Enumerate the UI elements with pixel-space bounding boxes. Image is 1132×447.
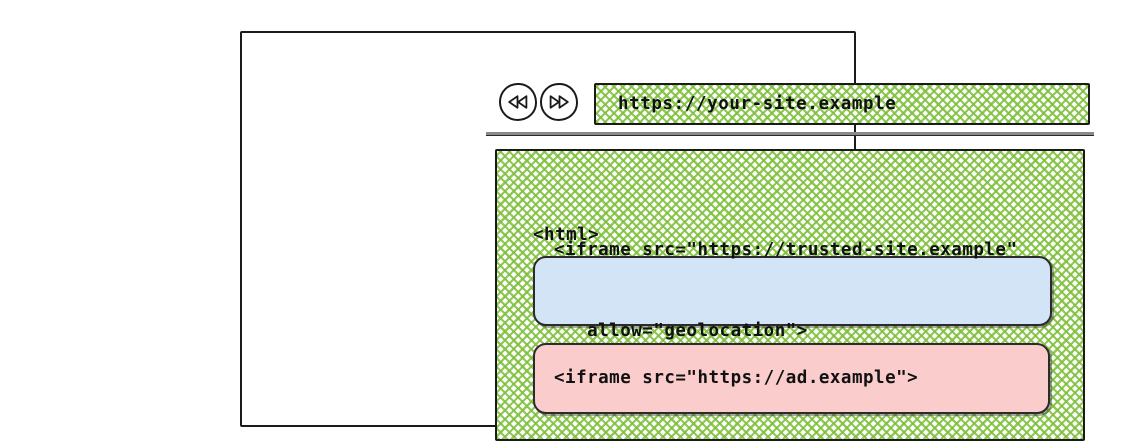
toolbar-divider	[486, 132, 1094, 136]
back-icon	[507, 95, 529, 109]
iframe-trusted-code: <iframe src="https://trusted-site.exampl…	[535, 183, 1018, 399]
forward-button[interactable]	[540, 83, 578, 121]
iframe-trusted-line-2: allow="geolocation">	[554, 321, 808, 341]
url-input[interactable]: https://your-site.example	[594, 83, 1090, 125]
code-line-html-tag: <html>	[533, 225, 600, 245]
browser-toolbar: https://your-site.example	[242, 33, 1090, 125]
iframe-ad-line-1: <iframe src="https://ad.example">	[554, 368, 919, 388]
back-button[interactable]	[499, 83, 537, 121]
iframe-ad-code: <iframe src="https://ad.example">	[535, 311, 918, 446]
forward-icon	[548, 95, 570, 109]
iframe-trusted-site[interactable]: <iframe src="https://trusted-site.exampl…	[533, 240, 1052, 341]
page-content-area: <html> // your-site.example code <iframe…	[495, 149, 1085, 441]
browser-window: https://your-site.example <html> // your…	[240, 31, 1094, 441]
iframe-trusted-line-1: <iframe src="https://trusted-site.exampl…	[554, 240, 1018, 260]
iframe-ad-site[interactable]: <iframe src="https://ad.example">	[533, 343, 1050, 414]
url-text: https://your-site.example	[618, 94, 897, 114]
